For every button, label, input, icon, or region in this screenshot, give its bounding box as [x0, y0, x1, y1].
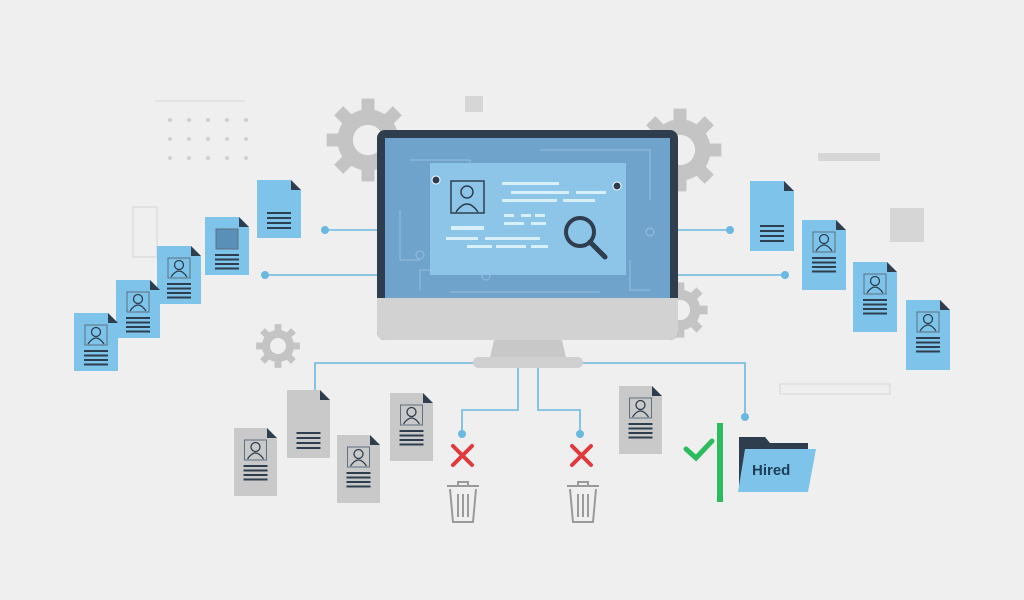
connector-lines — [265, 229, 785, 432]
resume-document — [205, 217, 249, 275]
gear-icon — [256, 324, 300, 368]
resume-document — [337, 435, 380, 503]
resume-document — [750, 181, 794, 251]
trash-icon — [567, 481, 599, 523]
resume-document — [802, 220, 846, 290]
resume-document — [257, 180, 301, 238]
resume-document — [74, 313, 118, 371]
resume-document — [906, 300, 950, 370]
resume-document — [157, 246, 201, 304]
background-decor — [132, 96, 924, 395]
check-icon — [683, 438, 715, 462]
hired-folder-label: Hired — [752, 462, 791, 479]
resume-document — [619, 386, 662, 454]
resume-document — [853, 262, 897, 332]
accept-bar — [717, 423, 723, 502]
monitor — [377, 130, 678, 368]
dot-grid-decor — [168, 118, 248, 160]
resume-document — [234, 428, 277, 496]
magnifier-icon — [564, 216, 608, 260]
hired-folder-icon — [738, 437, 816, 492]
trash-icons — [447, 481, 599, 523]
resume-document — [287, 390, 330, 458]
trash-icon — [447, 481, 479, 523]
resume-document — [116, 280, 160, 338]
reject-x-icon — [451, 444, 593, 467]
resume-documents — [74, 180, 950, 503]
resume-document — [390, 393, 433, 461]
